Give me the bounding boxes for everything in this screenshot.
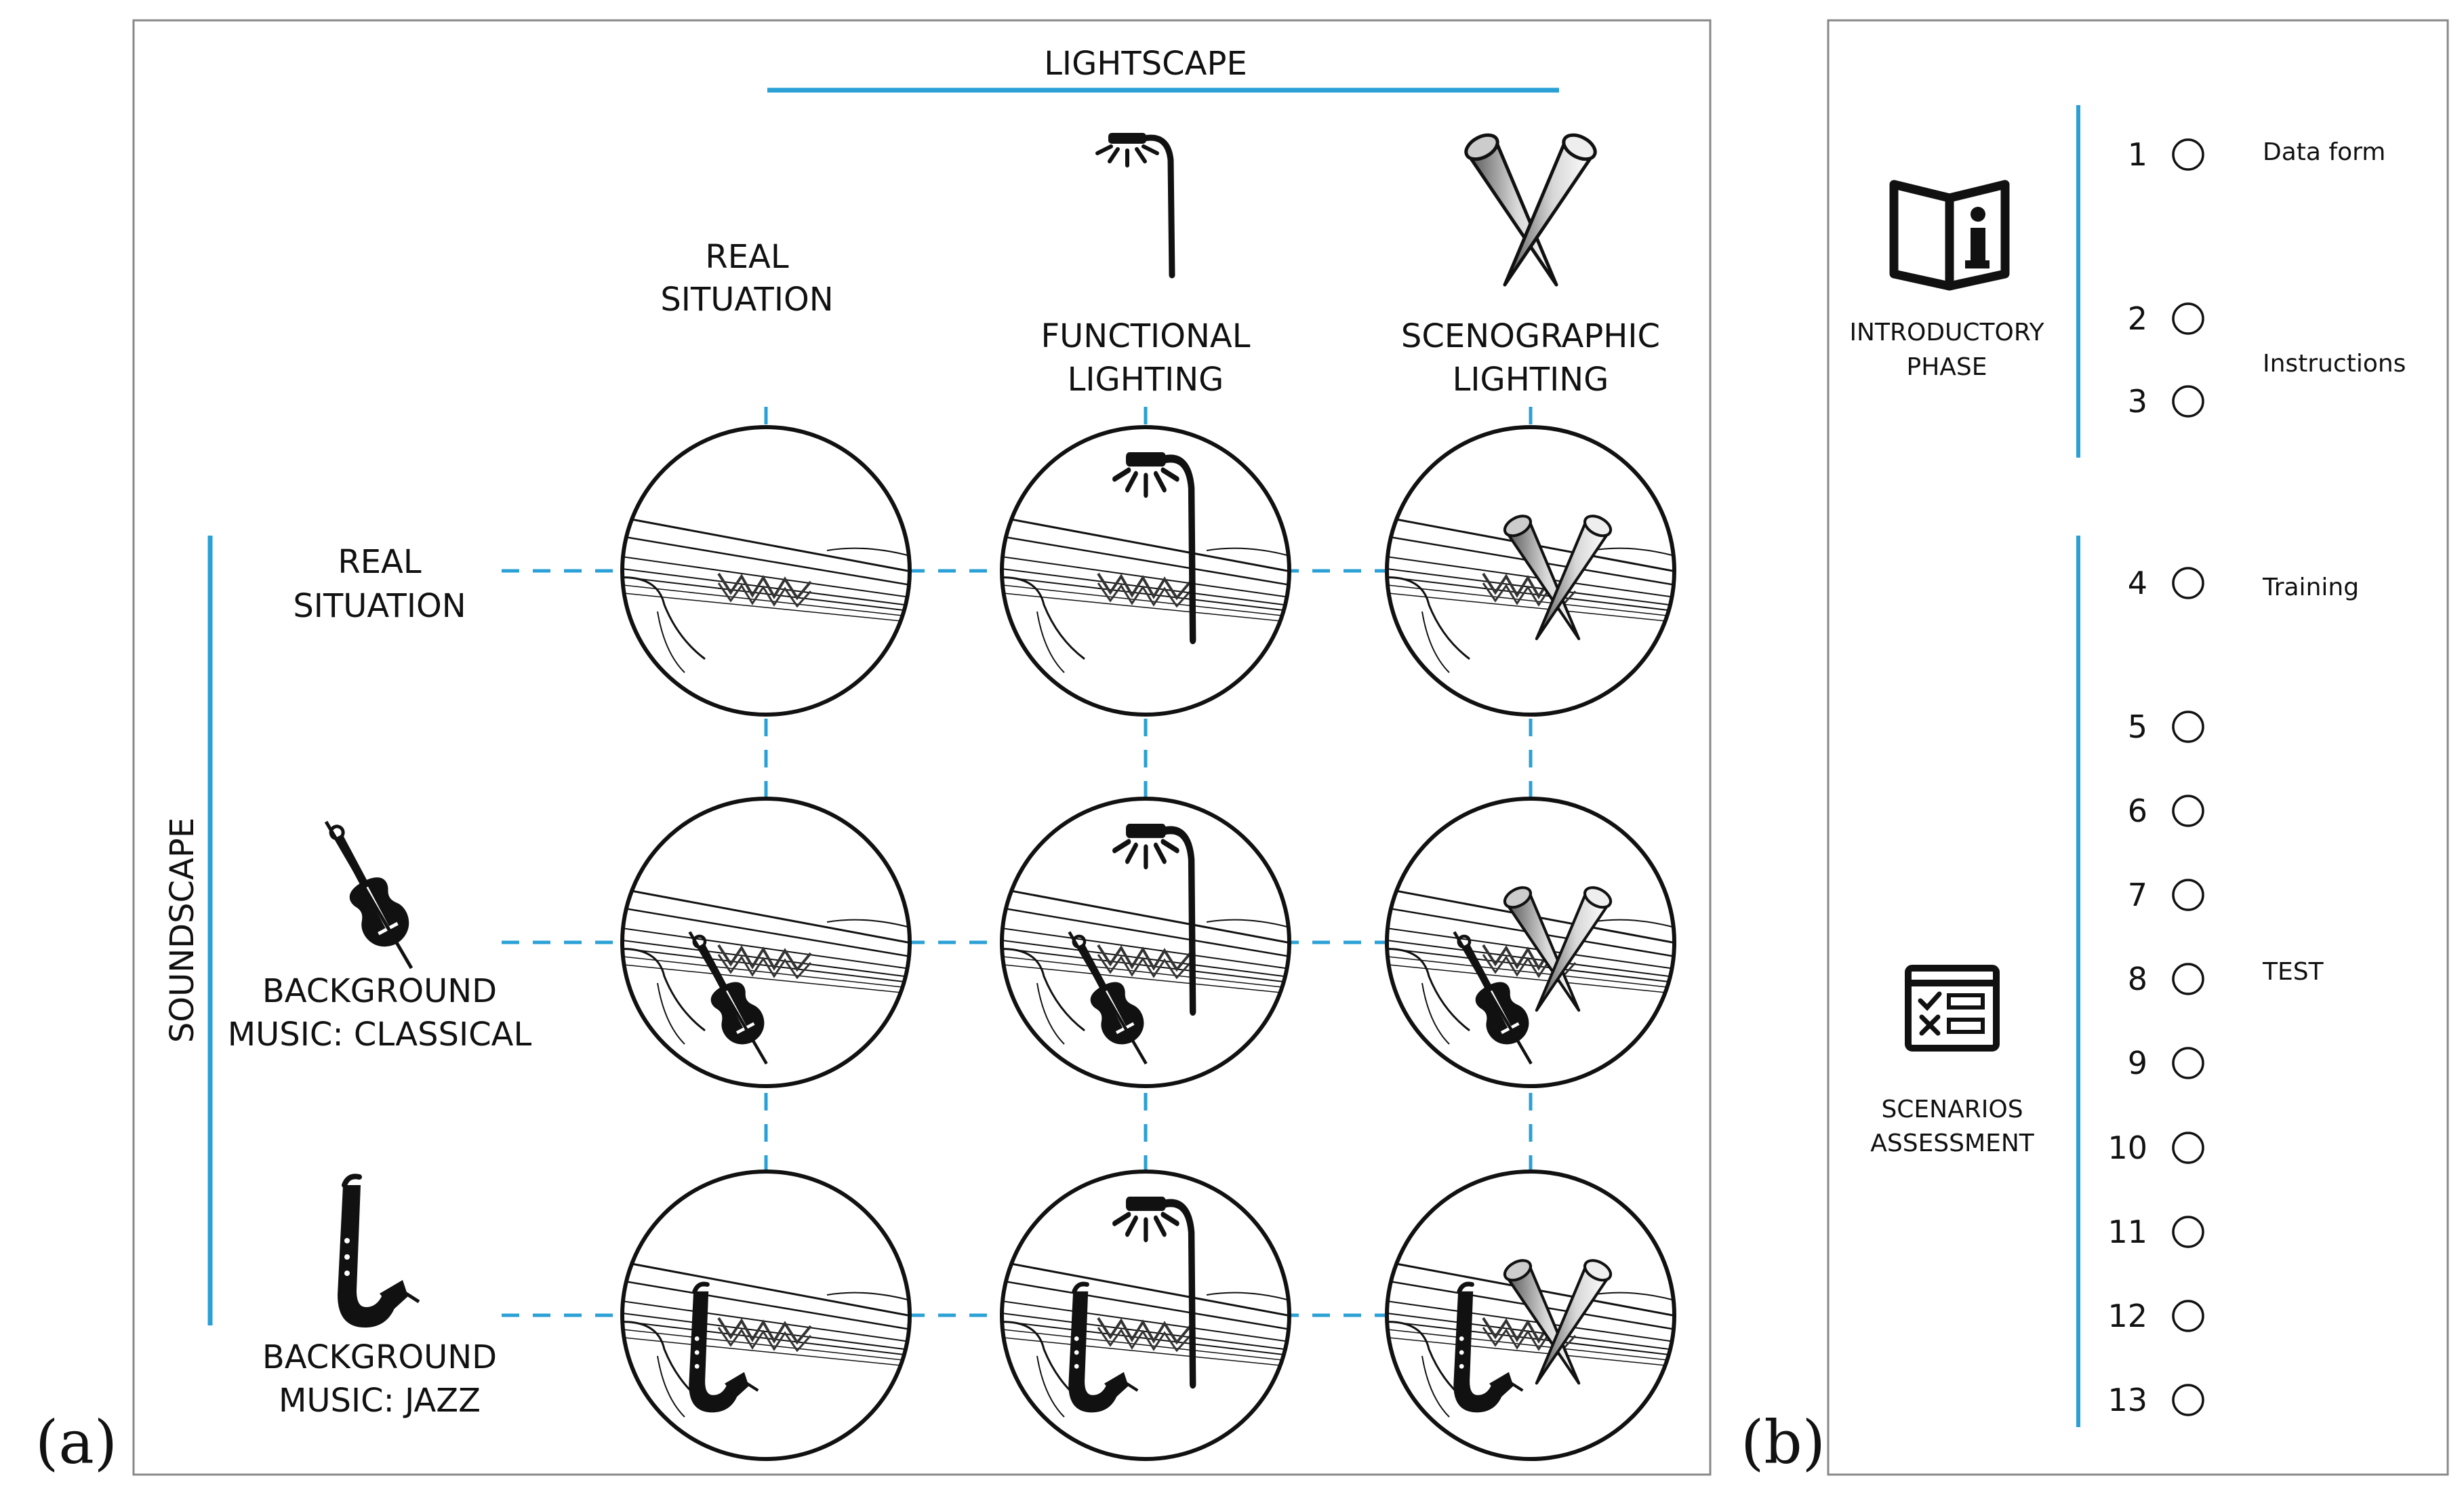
lightscape-label: LIGHTSCAPE xyxy=(1044,45,1247,83)
soundscape-label: SOUNDSCAPE xyxy=(163,818,201,1043)
panel-a-letter: (a) xyxy=(35,1407,117,1477)
violin-icon xyxy=(313,816,418,968)
scenario-circle-r3-c2 xyxy=(1000,1170,1291,1461)
scenario-circle-r1-c3 xyxy=(1385,425,1676,717)
step-label-instructions: Instructions xyxy=(2263,350,2406,378)
step-number: 3 xyxy=(2128,383,2147,420)
phase-scenarios-line2: ASSESSMENT xyxy=(1870,1130,2035,1157)
step-label-test: TEST xyxy=(2262,958,2324,986)
column-header-scenographic-line1: SCENOGRAPHIC xyxy=(1401,317,1660,355)
step-radio-1[interactable] xyxy=(2172,138,2204,171)
column-header-functional-line2: LIGHTING xyxy=(1068,361,1224,399)
row-header-jazz-line2: MUSIC: JAZZ xyxy=(279,1382,481,1420)
step-radio-6[interactable] xyxy=(2172,795,2204,827)
scenario-grid xyxy=(620,425,1676,1461)
step-number: 13 xyxy=(2107,1382,2147,1418)
step-radio-3[interactable] xyxy=(2172,385,2204,418)
step-number: 9 xyxy=(2128,1045,2147,1081)
scenario-circle-r3-c1 xyxy=(620,1170,912,1461)
step-number: 2 xyxy=(2128,300,2147,337)
row-header-real-line1: REAL xyxy=(338,543,422,581)
step-radio-4[interactable] xyxy=(2172,567,2204,599)
scenario-circle-r1-c2 xyxy=(1000,425,1291,717)
row-header-jazz-line1: BACKGROUND xyxy=(262,1338,497,1376)
saxophone-icon xyxy=(338,1176,419,1327)
column-header-real-line1: REAL xyxy=(705,238,789,276)
step-number: 1 xyxy=(2128,136,2147,173)
row-header-classical-line1: BACKGROUND xyxy=(262,972,497,1010)
step-radio-10[interactable] xyxy=(2172,1132,2204,1164)
step-number: 12 xyxy=(2107,1298,2147,1334)
step-number: 4 xyxy=(2128,565,2147,601)
phase-introductory-line2: PHASE xyxy=(1906,353,1987,381)
step-radio-9[interactable] xyxy=(2172,1047,2204,1079)
step-label-training: Training xyxy=(2262,574,2359,601)
step-radio-11[interactable] xyxy=(2172,1216,2204,1248)
spotlight-cones-icon xyxy=(1462,130,1599,285)
checklist-icon xyxy=(1908,968,1996,1048)
step-number: 5 xyxy=(2128,708,2147,745)
step-number: 10 xyxy=(2107,1130,2147,1166)
step-number: 11 xyxy=(2107,1214,2147,1250)
step-radio-2[interactable] xyxy=(2172,302,2204,335)
scenario-circle-r2-c3 xyxy=(1385,797,1676,1088)
panel-a-frame xyxy=(132,19,1712,1476)
column-header-functional-line1: FUNCTIONAL xyxy=(1041,317,1251,355)
step-label-data-form: Data form xyxy=(2263,138,2385,166)
scenario-circle-r2-c2 xyxy=(1000,797,1291,1088)
info-book-icon xyxy=(1894,184,2005,286)
row-header-classical-line2: MUSIC: CLASSICAL xyxy=(228,1016,532,1054)
step-radio-13[interactable] xyxy=(2172,1384,2204,1416)
step-number: 6 xyxy=(2128,793,2147,829)
row-header-real-line2: SITUATION xyxy=(293,587,466,625)
step-radio-7[interactable] xyxy=(2172,879,2204,911)
panel-b-frame xyxy=(1827,19,2449,1476)
column-header-real-line2: SITUATION xyxy=(660,281,833,319)
panel-b-letter: (b) xyxy=(1741,1407,1825,1477)
column-header-scenographic-line2: LIGHTING xyxy=(1453,361,1609,399)
scenario-circle-r3-c3 xyxy=(1385,1170,1676,1461)
step-radio-5[interactable] xyxy=(2172,711,2204,743)
step-radio-12[interactable] xyxy=(2172,1300,2204,1332)
step-radio-8[interactable] xyxy=(2172,963,2204,995)
step-number: 8 xyxy=(2128,961,2147,997)
scenario-circle-r1-c1 xyxy=(620,425,912,717)
street-lamp-icon xyxy=(1097,133,1172,275)
step-number: 7 xyxy=(2128,877,2147,913)
phase-introductory-line1: INTRODUCTORY xyxy=(1849,319,2044,346)
scenario-circle-r2-c1 xyxy=(620,797,912,1088)
phase-scenarios-line1: SCENARIOS xyxy=(1881,1096,2023,1123)
